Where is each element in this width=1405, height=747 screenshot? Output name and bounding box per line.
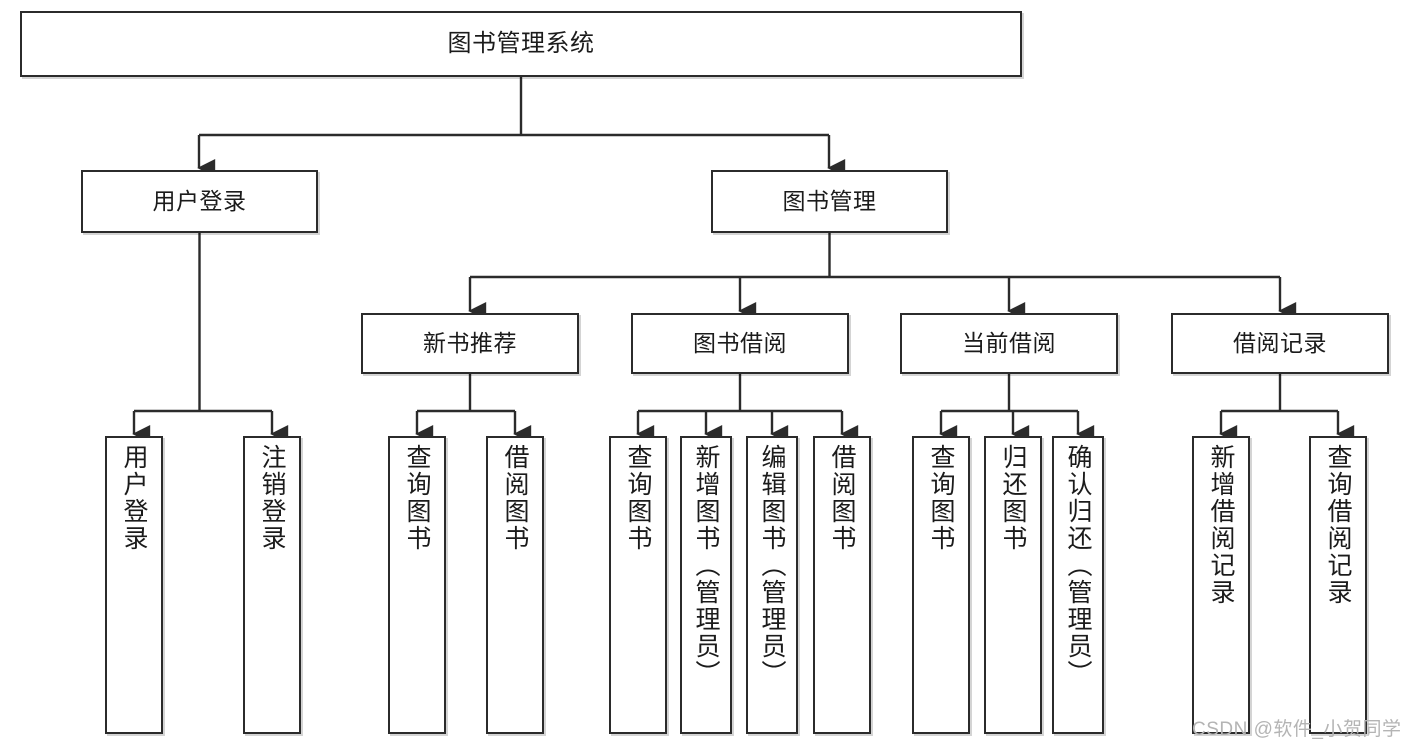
node-leaf-rec-borrow[interactable]: 借阅图书 xyxy=(486,436,544,734)
node-leaf-cur-confirm-label: 确认归还（管理员） xyxy=(1064,444,1092,687)
node-leaf-rec-query[interactable]: 查询图书 xyxy=(388,436,446,734)
node-leaf-user-logout-label: 注销登录 xyxy=(258,444,286,552)
node-leaf-borrow-add-label: 新增图书（管理员） xyxy=(692,444,720,687)
node-leaf-borrow-query-label: 查询图书 xyxy=(624,444,652,552)
node-new-book-rec-label: 新书推荐 xyxy=(423,330,517,356)
node-leaf-borrow-do-label: 借阅图书 xyxy=(828,444,856,552)
node-user-login[interactable]: 用户登录 xyxy=(81,170,318,233)
node-leaf-cur-query[interactable]: 查询图书 xyxy=(912,436,970,734)
node-leaf-borrow-do[interactable]: 借阅图书 xyxy=(813,436,871,734)
node-borrow-record-label: 借阅记录 xyxy=(1233,330,1327,356)
node-leaf-rec-query-label: 查询图书 xyxy=(403,444,431,552)
node-book-manage-label: 图书管理 xyxy=(782,188,877,214)
node-current-borrow-label: 当前借阅 xyxy=(962,330,1056,356)
node-leaf-cur-return-label: 归还图书 xyxy=(999,444,1027,552)
node-book-borrow-label: 图书借阅 xyxy=(693,330,787,356)
node-leaf-user-login[interactable]: 用户登录 xyxy=(105,436,163,734)
node-borrow-record[interactable]: 借阅记录 xyxy=(1171,313,1389,374)
node-leaf-borrow-add[interactable]: 新增图书（管理员） xyxy=(680,436,732,734)
node-leaf-cur-confirm[interactable]: 确认归还（管理员） xyxy=(1052,436,1104,734)
node-leaf-rec-search[interactable]: 查询借阅记录 xyxy=(1309,436,1367,734)
node-root[interactable]: 图书管理系统 xyxy=(20,11,1022,77)
node-book-borrow[interactable]: 图书借阅 xyxy=(631,313,849,374)
node-current-borrow[interactable]: 当前借阅 xyxy=(900,313,1118,374)
node-leaf-cur-return[interactable]: 归还图书 xyxy=(984,436,1042,734)
node-leaf-rec-add[interactable]: 新增借阅记录 xyxy=(1192,436,1250,734)
node-leaf-borrow-edit[interactable]: 编辑图书（管理员） xyxy=(746,436,798,734)
node-leaf-rec-add-label: 新增借阅记录 xyxy=(1207,444,1235,606)
node-leaf-rec-search-label: 查询借阅记录 xyxy=(1324,444,1352,606)
node-leaf-borrow-edit-label: 编辑图书（管理员） xyxy=(758,444,786,687)
node-leaf-cur-query-label: 查询图书 xyxy=(927,444,955,552)
node-leaf-user-login-label: 用户登录 xyxy=(120,444,148,552)
node-user-login-label: 用户登录 xyxy=(152,188,247,214)
node-leaf-rec-borrow-label: 借阅图书 xyxy=(501,444,529,552)
node-leaf-user-logout[interactable]: 注销登录 xyxy=(243,436,301,734)
node-root-label: 图书管理系统 xyxy=(447,30,595,57)
node-book-manage[interactable]: 图书管理 xyxy=(711,170,948,233)
node-leaf-borrow-query[interactable]: 查询图书 xyxy=(609,436,667,734)
node-new-book-rec[interactable]: 新书推荐 xyxy=(361,313,579,374)
